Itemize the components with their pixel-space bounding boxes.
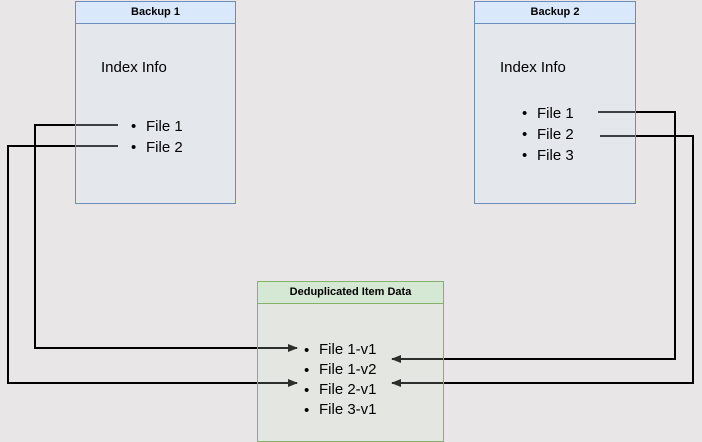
node-deduplicated-item-data-list: File 1-v1 File 1-v2 File 2-v1 File 3-v1 xyxy=(304,340,377,421)
edge-backup1-file1-to-dedup-file1v1 xyxy=(34,124,298,352)
node-backup-2-file-list: File 1 File 2 File 3 xyxy=(522,103,574,166)
list-item[interactable]: File 2-v1 xyxy=(304,380,377,401)
list-item[interactable]: File 1 xyxy=(522,103,574,124)
node-backup-2-title: Backup 2 xyxy=(475,2,635,24)
list-item[interactable]: File 3 xyxy=(522,145,574,166)
list-item[interactable]: File 1-v2 xyxy=(304,360,377,381)
edge-backup2-file1-to-dedup-file1v2 xyxy=(391,111,676,363)
node-backup-1-title: Backup 1 xyxy=(76,2,235,24)
list-item[interactable]: File 2 xyxy=(522,124,574,145)
node-backup-2[interactable]: Backup 2 Index Info File 1 File 2 File 3 xyxy=(474,1,636,204)
list-item[interactable]: File 1-v1 xyxy=(304,340,377,361)
node-deduplicated-item-data-title: Deduplicated Item Data xyxy=(258,282,443,304)
list-item[interactable]: File 1 xyxy=(131,116,183,137)
node-backup-1-index-info-label: Index Info xyxy=(101,59,167,76)
node-backup-2-index-info-label: Index Info xyxy=(500,59,566,76)
edge-backup2-file2-to-dedup-file2v1 xyxy=(391,135,694,387)
node-backup-1[interactable]: Backup 1 Index Info File 1 File 2 xyxy=(75,1,236,204)
edge-backup1-file2-to-dedup-file2v1 xyxy=(7,145,298,387)
node-backup-1-file-list: File 1 File 2 xyxy=(131,116,183,158)
list-item[interactable]: File 3-v1 xyxy=(304,400,377,421)
list-item[interactable]: File 2 xyxy=(131,137,183,158)
node-deduplicated-item-data[interactable]: Deduplicated Item Data File 1-v1 File 1-… xyxy=(257,281,444,442)
